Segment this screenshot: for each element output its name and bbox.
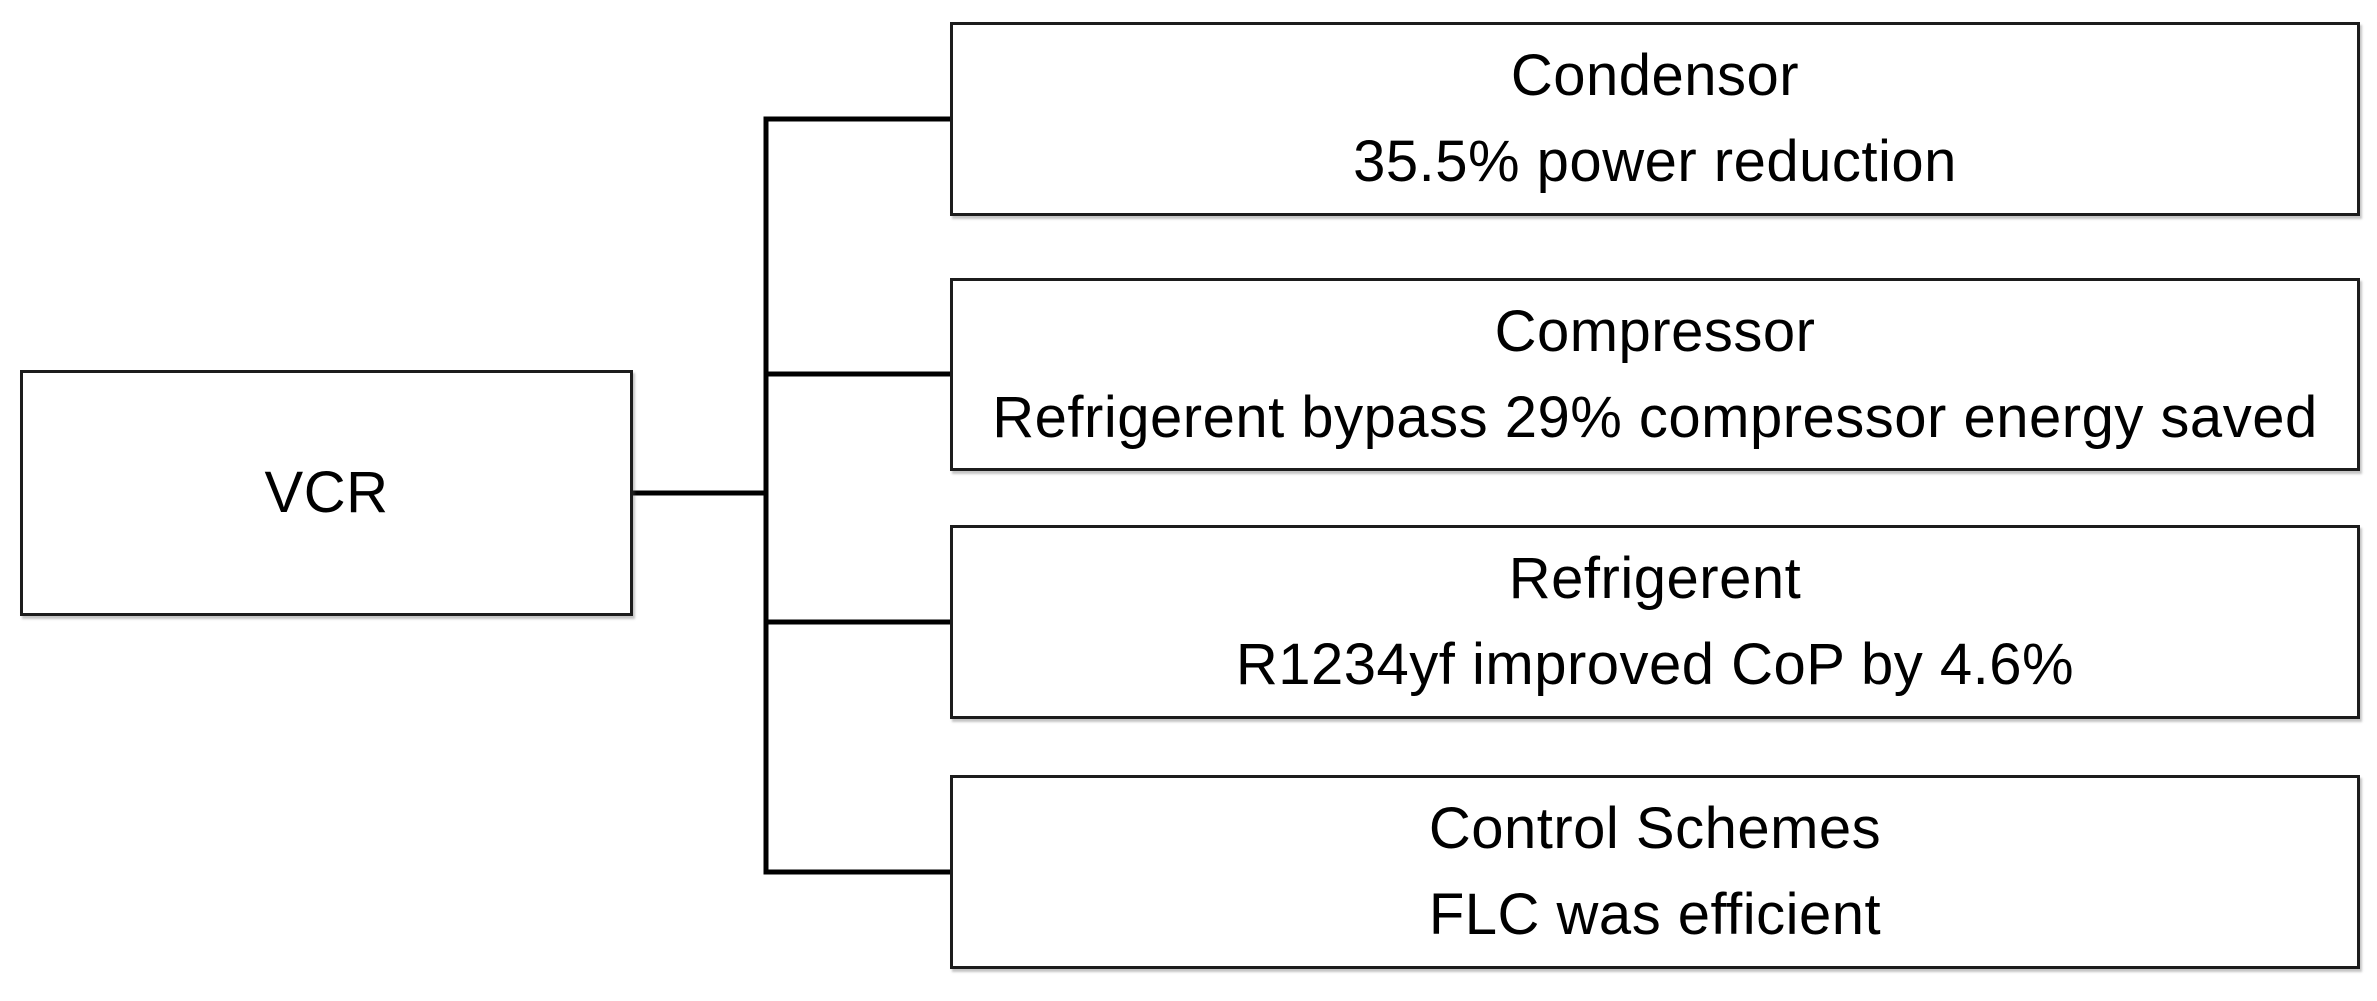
node-refrigerent-detail: R1234yf improved CoP by 4.6%	[1235, 632, 2075, 697]
node-vcr: VCR	[20, 370, 633, 616]
node-control-schemes-title: Control Schemes	[1428, 796, 1882, 861]
node-control-schemes-detail: FLC was efficient	[1428, 882, 1882, 947]
node-vcr-label: VCR	[264, 460, 389, 525]
node-condensor-detail: 35.5% power reduction	[1353, 129, 1957, 194]
node-refrigerent-title: Refrigerent	[1508, 546, 1802, 611]
node-control-schemes: Control Schemes FLC was efficient	[950, 775, 2360, 969]
node-condensor-title: Condensor	[1510, 43, 1800, 108]
node-compressor-detail: Refrigerent bypass 29% compressor energy…	[992, 384, 2318, 450]
node-condensor: Condensor 35.5% power reduction	[950, 22, 2360, 216]
node-compressor-title: Compressor	[1494, 298, 1816, 364]
node-refrigerent: Refrigerent R1234yf improved CoP by 4.6%	[950, 525, 2360, 719]
node-compressor: Compressor Refrigerent bypass 29% compre…	[950, 278, 2360, 471]
